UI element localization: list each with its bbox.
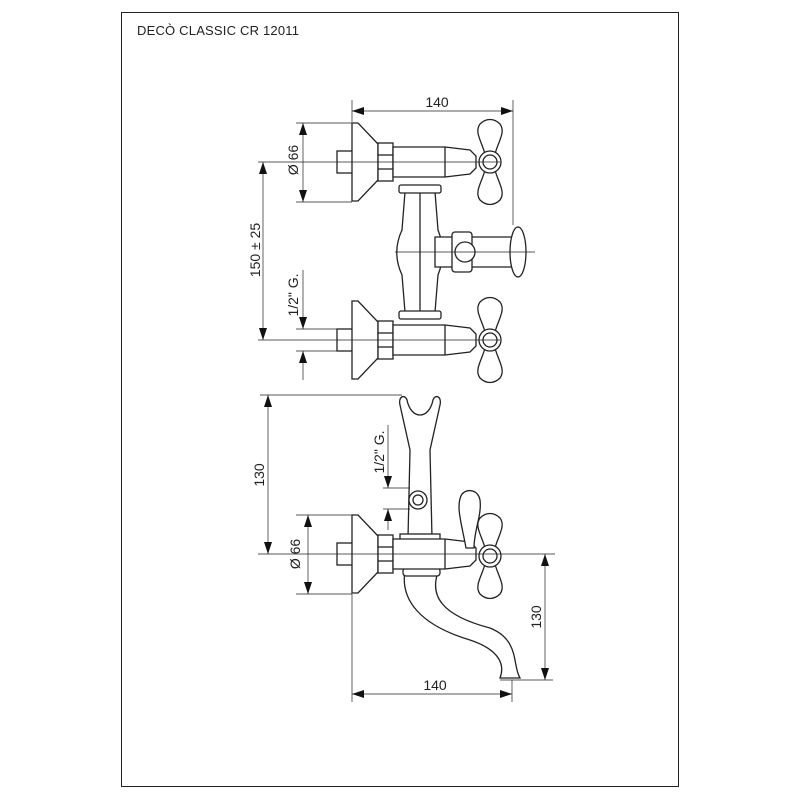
- side-height-dim: 130: [251, 463, 267, 487]
- drawing-title: DECÒ CLASSIC CR 12011: [137, 23, 300, 38]
- side-view: 130 1/2" G. Ø 66 130 140: [251, 394, 555, 702]
- cross-handle-icon: [477, 512, 503, 600]
- drawing-frame: [121, 12, 679, 787]
- top-thread-dim: 1/2" G.: [285, 273, 301, 316]
- top-view: 140 Ø 66 150 ± 25 1/2" G.: [247, 94, 535, 384]
- side-width-dim: 140: [423, 677, 447, 693]
- side-diameter-dim: Ø 66: [287, 539, 303, 570]
- spacing-dim: 150 ± 25: [247, 223, 263, 278]
- top-diameter-dim: Ø 66: [285, 145, 301, 176]
- spout-height-dim: 130: [528, 605, 544, 629]
- top-width-dim: 140: [425, 94, 449, 110]
- side-thread-dim: 1/2" G.: [371, 430, 387, 473]
